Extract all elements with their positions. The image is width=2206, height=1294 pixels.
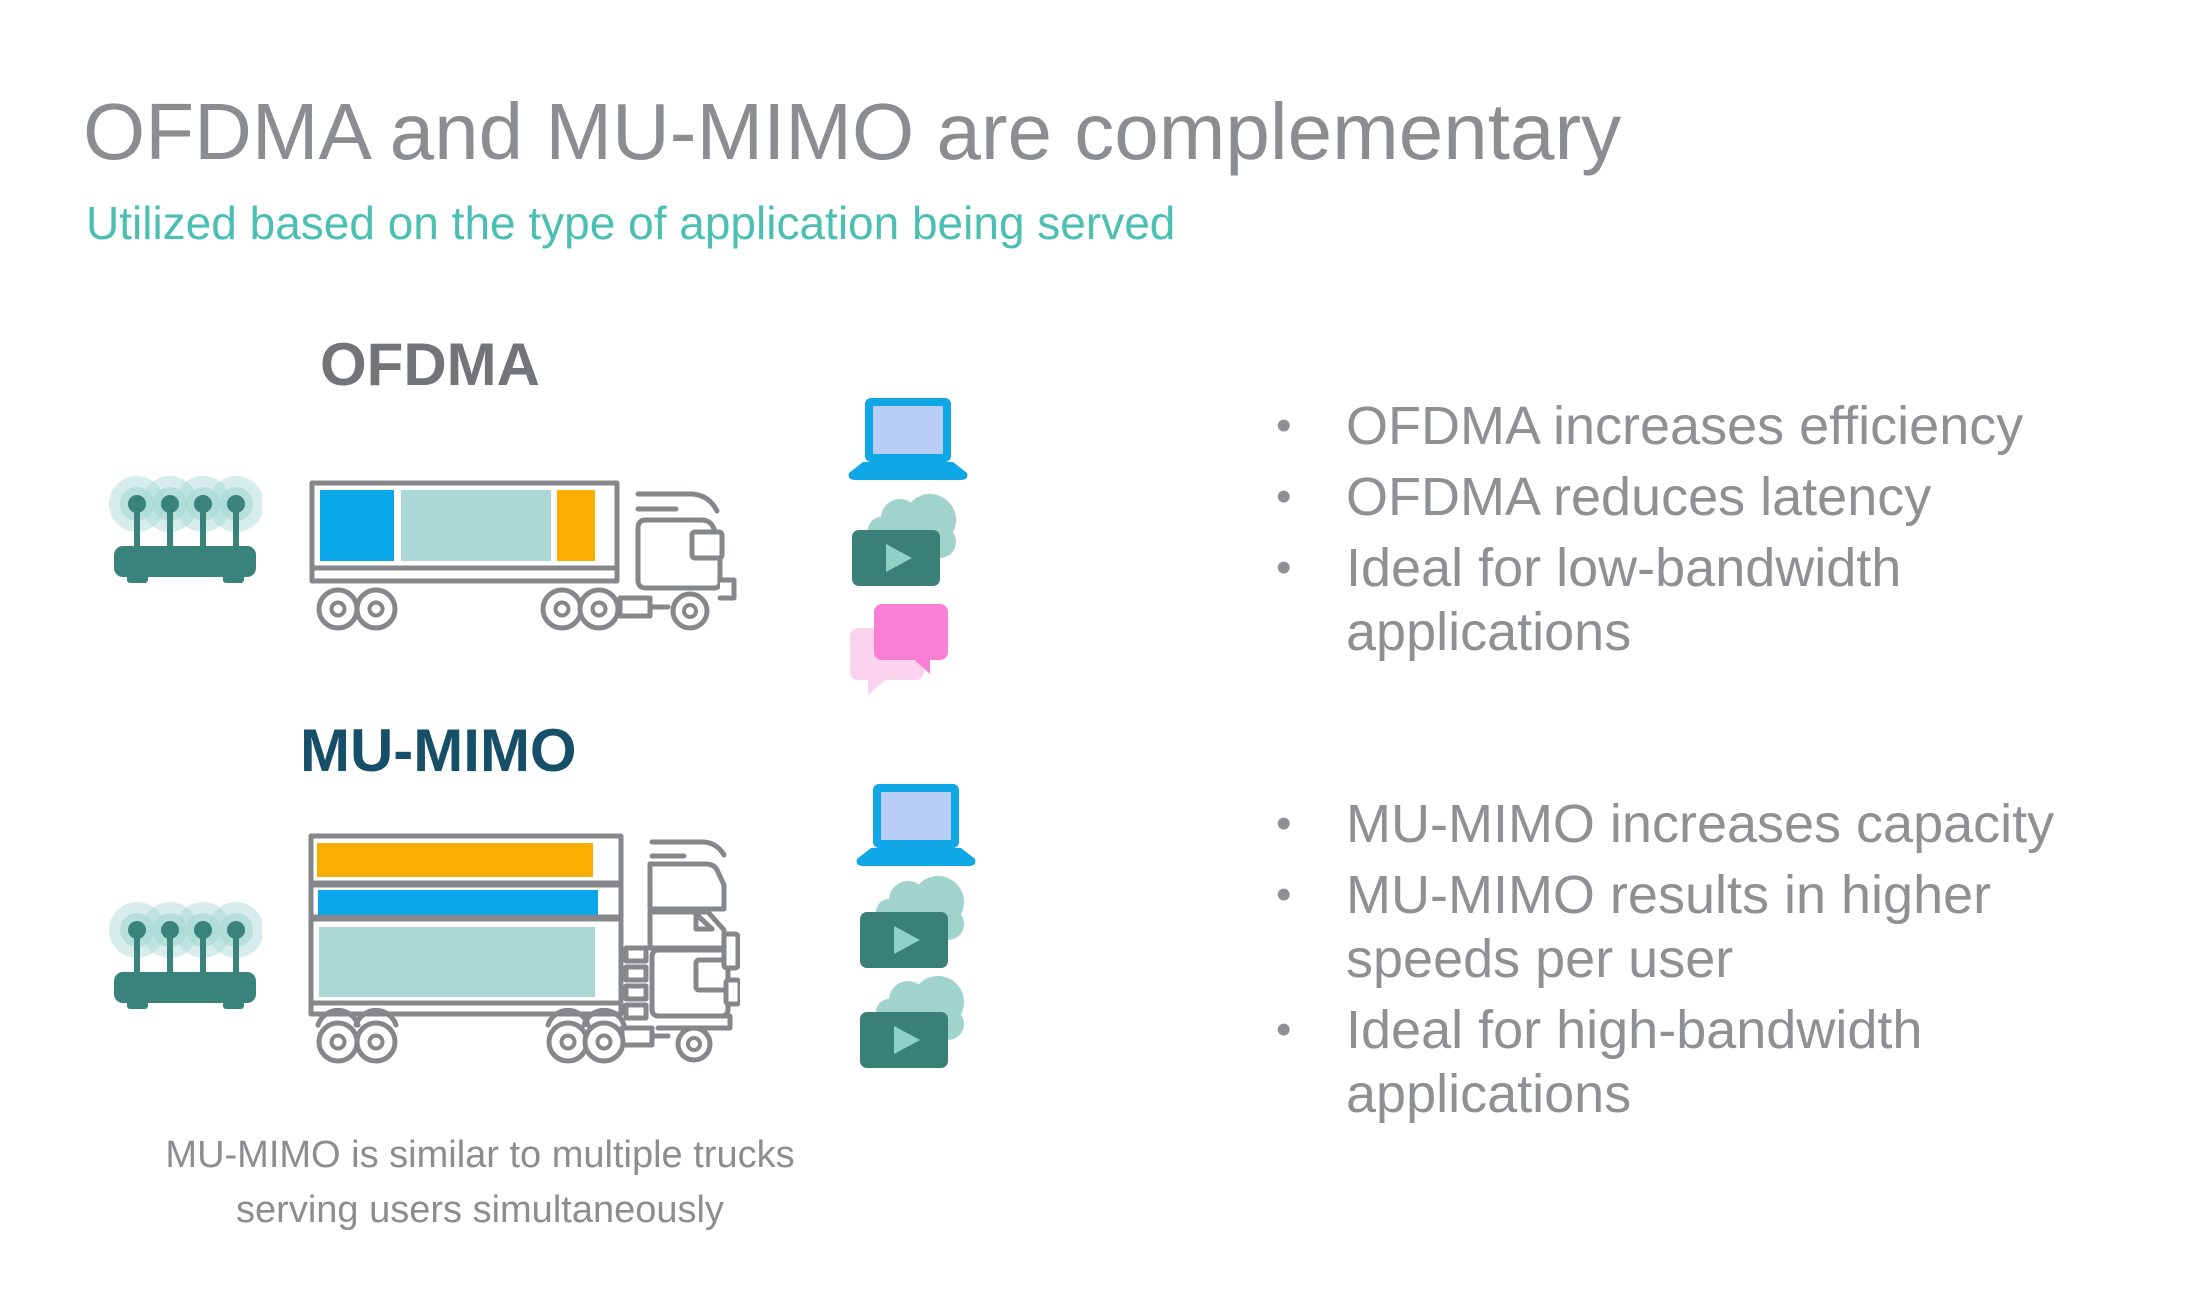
laptop-icon <box>856 784 976 866</box>
page-subtitle: Utilized based on the type of applicatio… <box>86 197 1176 249</box>
ofdma-bullet-3: Ideal for low-bandwidth applications <box>1272 536 2152 664</box>
ofdma-bullet-2: OFDMA reduces latency <box>1272 465 2152 529</box>
mumimo-bullet-3: Ideal for high-bandwidth applications <box>1272 998 2152 1126</box>
ofdma-section-heading: OFDMA <box>320 331 540 398</box>
video-streaming-cloud-icon <box>860 976 964 1068</box>
chat-bubbles-icon <box>850 604 948 695</box>
ofdma-bullet-list: OFDMA increases efficiency OFDMA reduces… <box>1272 394 2152 671</box>
wifi-router-icon <box>109 902 262 1009</box>
wifi-router-icon <box>109 476 262 583</box>
ofdma-bullet-1: OFDMA increases efficiency <box>1272 394 2152 458</box>
mumimo-bullet-1: MU-MIMO increases capacity <box>1272 792 2152 856</box>
stacked-trucks-icon <box>308 833 740 1064</box>
page-title: OFDMA and MU-MIMO are complementary <box>83 87 1622 176</box>
mumimo-bullet-list: MU-MIMO increases capacity MU-MIMO resul… <box>1272 792 2152 1133</box>
truck-icon <box>309 480 737 631</box>
laptop-icon <box>848 398 968 480</box>
mumimo-bullet-2: MU-MIMO results in higher speeds per use… <box>1272 863 2152 991</box>
mumimo-section-heading: MU-MIMO <box>300 717 577 784</box>
video-streaming-cloud-icon <box>860 876 964 968</box>
mumimo-caption: MU-MIMO is similar to multiple trucks se… <box>165 1134 795 1231</box>
video-streaming-cloud-icon <box>852 494 956 586</box>
